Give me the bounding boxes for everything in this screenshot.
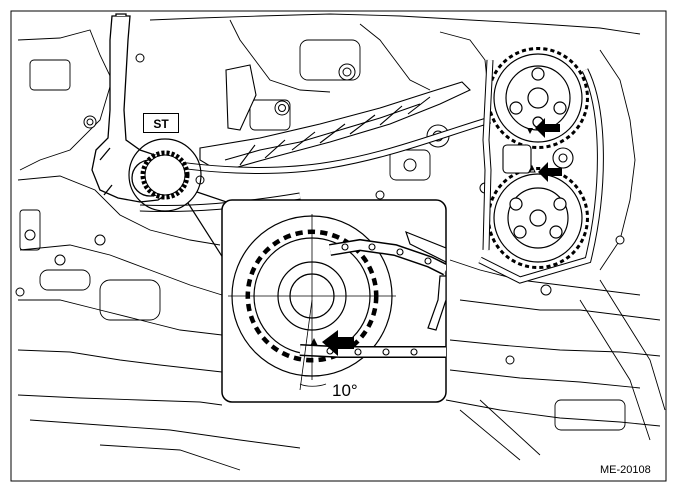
timing-chain-right [478, 59, 604, 284]
idler-sprocket [502, 144, 574, 174]
cam-sprocket-lower [487, 167, 589, 269]
detail-inset-content [228, 214, 446, 391]
crank-sprocket-small [140, 150, 190, 200]
alignment-mark-icon [527, 128, 536, 173]
angle-label: 10° [332, 381, 358, 400]
alignment-mark-icon [310, 338, 318, 346]
figure-id: ME-20108 [600, 464, 651, 476]
cam-sprocket-upper [487, 47, 589, 149]
chain-guide [199, 64, 471, 173]
alignment-arrow-icon [322, 330, 354, 356]
timing-chain-upper [139, 116, 492, 212]
figure-border [10, 10, 667, 482]
arrow-icon [535, 118, 562, 182]
engine-block [17, 13, 666, 471]
special-tool-callout: ST [143, 113, 179, 133]
